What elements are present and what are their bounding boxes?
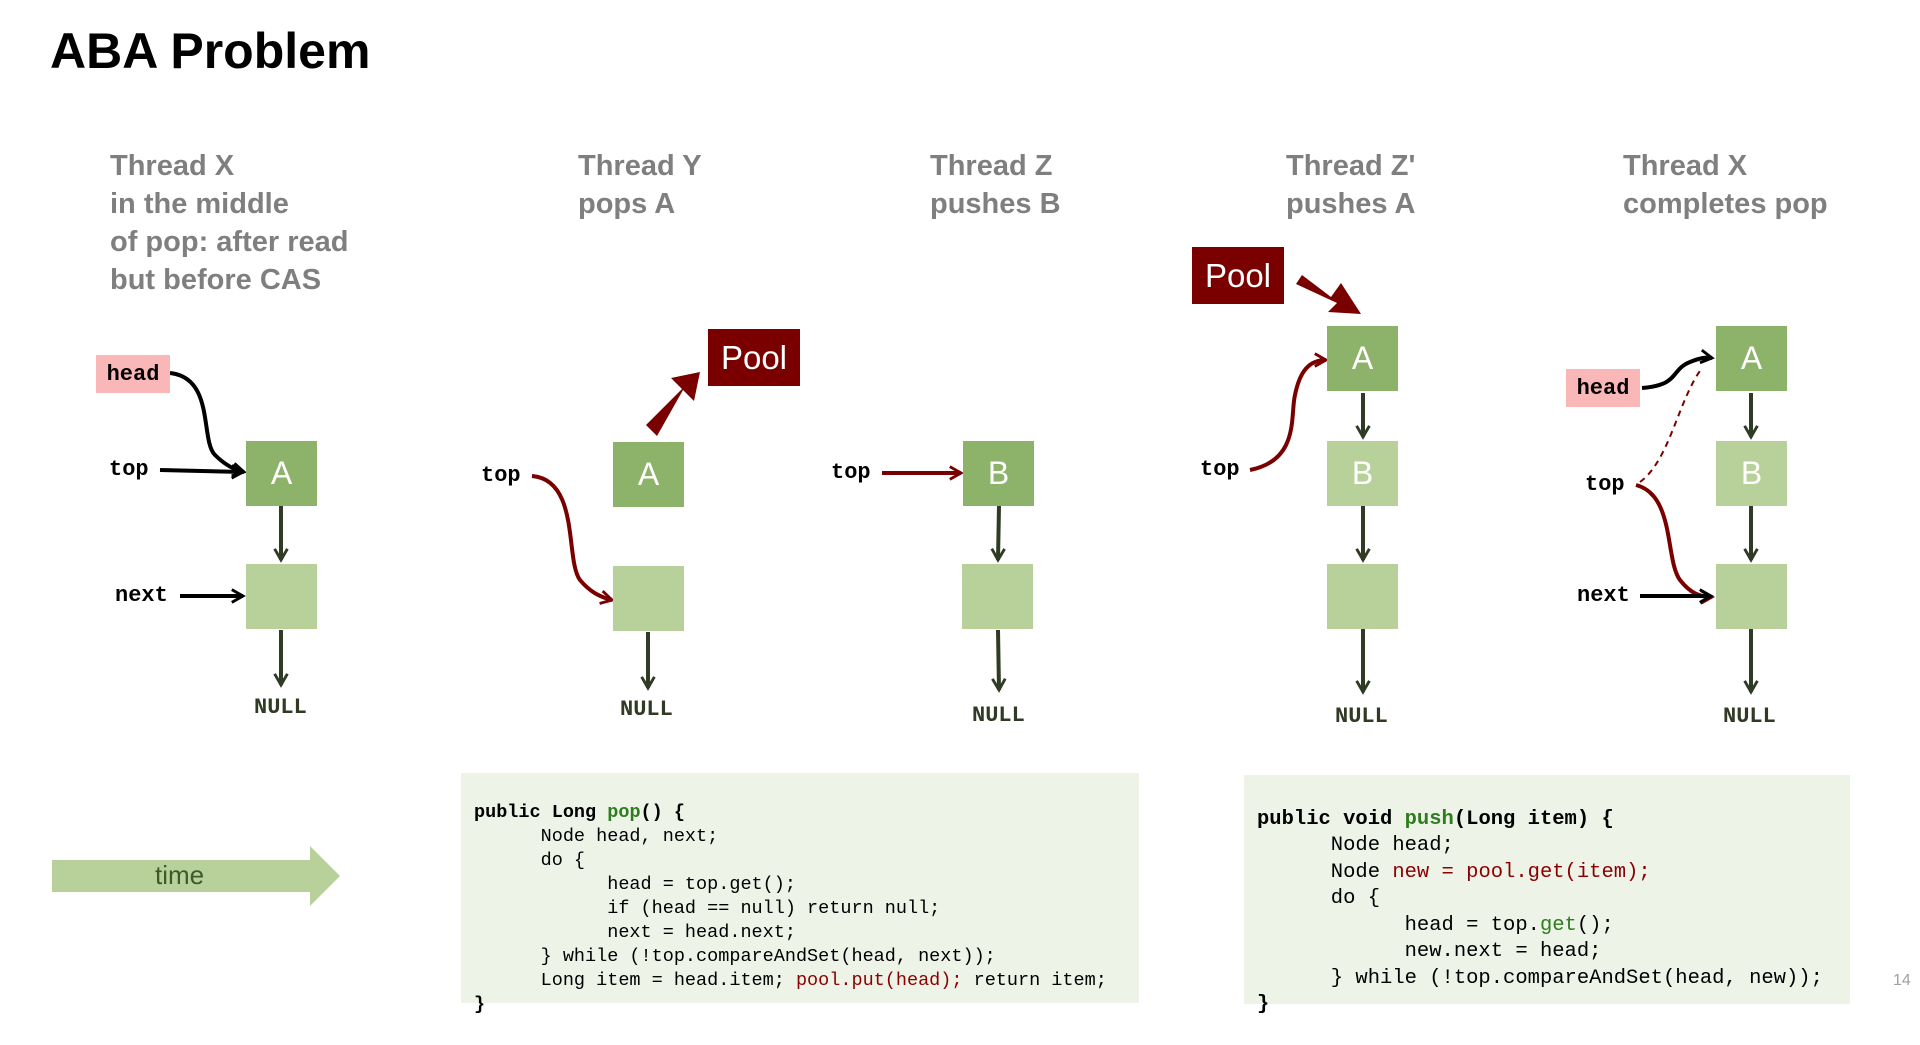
top-label: top [1200, 457, 1240, 482]
head-label: head [96, 355, 170, 393]
pool-box: Pool [1192, 247, 1284, 304]
code-token: new = pool.get(item); [1392, 860, 1651, 884]
code-token: (); [1576, 913, 1614, 937]
code-line: head = top.get(); [1257, 913, 1850, 940]
col-title-line: Thread X [1623, 150, 1748, 182]
to-pool-big-arrow [646, 372, 700, 436]
col-title-line: Thread Z' [1286, 150, 1416, 182]
null-label: NULL [1723, 704, 1776, 729]
node-next [1327, 564, 1398, 629]
code-line: Node head, next; [474, 826, 719, 847]
node-next [1716, 564, 1787, 629]
code-line: Node head; [1257, 834, 1454, 857]
code-line: new.next = head; [1257, 940, 1602, 963]
code-line: head = top.get(); [474, 874, 796, 895]
top-arrow [159, 464, 246, 480]
null-pointer-arrow [991, 629, 1007, 693]
arrows-layer [52, 275, 1759, 906]
col-thread-z-prime-title: Thread Z' pushes A [1286, 147, 1415, 223]
node-b: B [963, 441, 1034, 506]
code-token: () { [640, 802, 685, 823]
code-line: Node new = pool.get(item); [1257, 860, 1850, 887]
code-line: } while (!top.compareAndSet(head, next))… [474, 946, 996, 967]
code-line: } while (!top.compareAndSet(head, new)); [1257, 966, 1823, 990]
code-token: pop [607, 802, 641, 823]
node-next [613, 566, 684, 631]
null-label: NULL [972, 703, 1025, 728]
code-line: public void push(Long item) { [1257, 807, 1850, 834]
code-token: Long item = head.item; [474, 970, 796, 991]
node-b: B [1716, 441, 1787, 506]
node-next [962, 564, 1033, 629]
time-label: time [155, 860, 205, 890]
col-title-line: pushes A [1286, 188, 1416, 220]
code-line: } [474, 994, 486, 1015]
node-a: A [246, 441, 317, 506]
node-a: A [613, 442, 684, 507]
head-arrow [169, 371, 247, 478]
null-label: NULL [620, 697, 673, 722]
top-arrow-red [1635, 483, 1715, 605]
code-token: return item; [962, 970, 1107, 991]
col-thread-x-title: Thread X in the middle of pop: after rea… [110, 147, 348, 299]
next-label: next [115, 583, 168, 608]
page-title: ABA Problem [50, 23, 371, 79]
null-label: NULL [254, 695, 307, 720]
time-arrow-shape [52, 846, 340, 906]
code-token: (Long item) { [1453, 807, 1614, 831]
col-thread-z-title: Thread Z pushes B [930, 147, 1061, 223]
code-token: public void [1257, 807, 1405, 831]
col-title-line: but before CAS [110, 264, 322, 296]
head-label: head [1566, 369, 1640, 407]
node-a: A [1716, 326, 1787, 391]
code-line: if (head == null) return null; [474, 898, 941, 919]
col-title-line: Thread X [110, 150, 235, 182]
col-title-line: Thread Z [930, 150, 1053, 182]
code-line: public Long pop() { [474, 801, 1139, 825]
code-token: Node [1257, 860, 1393, 884]
code-line: do { [474, 850, 586, 871]
page-number: 14 [1893, 972, 1911, 989]
col-thread-x-complete-title: Thread X completes pop [1623, 147, 1828, 223]
top-label: top [109, 457, 149, 482]
code-token: pool.put(head); [795, 970, 963, 991]
pop-code-block: public Long pop() { Node head, next; do … [461, 773, 1139, 1015]
node-a: A [1327, 326, 1398, 391]
top-label: top [831, 460, 871, 485]
code-token: head = top. [1257, 913, 1540, 937]
code-line: Long item = head.item; pool.put(head); r… [474, 969, 1139, 993]
next-pointer-arrow [990, 505, 1006, 563]
next-label: next [1577, 583, 1630, 608]
col-title-line: completes pop [1623, 188, 1828, 220]
code-line: } [1257, 993, 1270, 1016]
code-line: do { [1257, 887, 1381, 910]
top-arrow-red [531, 474, 615, 605]
node-b: B [1327, 441, 1398, 506]
col-title-line: in the middle [110, 188, 289, 220]
push-code-block: public void push(Long item) { Node head;… [1244, 775, 1850, 1016]
pool-box: Pool [708, 329, 800, 386]
code-token: public Long [474, 802, 608, 823]
col-title-line: Thread Y [578, 150, 702, 182]
top-label: top [481, 463, 521, 488]
col-title-line: of pop: after read [110, 226, 349, 258]
col-thread-y-title: Thread Y pops A [578, 147, 702, 223]
top-label: top [1585, 472, 1625, 497]
col-title-line: pops A [578, 188, 676, 220]
col-title-line: pushes B [930, 188, 1061, 220]
code-token: push [1404, 807, 1454, 831]
head-arrow [1641, 348, 1715, 390]
node-next [246, 564, 317, 629]
top-arrow-red [1249, 352, 1329, 472]
code-line: next = head.next; [474, 922, 796, 943]
from-pool-big-arrow [1296, 275, 1361, 314]
dashed-top-old-arrow [1639, 367, 1703, 483]
null-label: NULL [1335, 704, 1388, 729]
code-token: get [1539, 913, 1577, 937]
